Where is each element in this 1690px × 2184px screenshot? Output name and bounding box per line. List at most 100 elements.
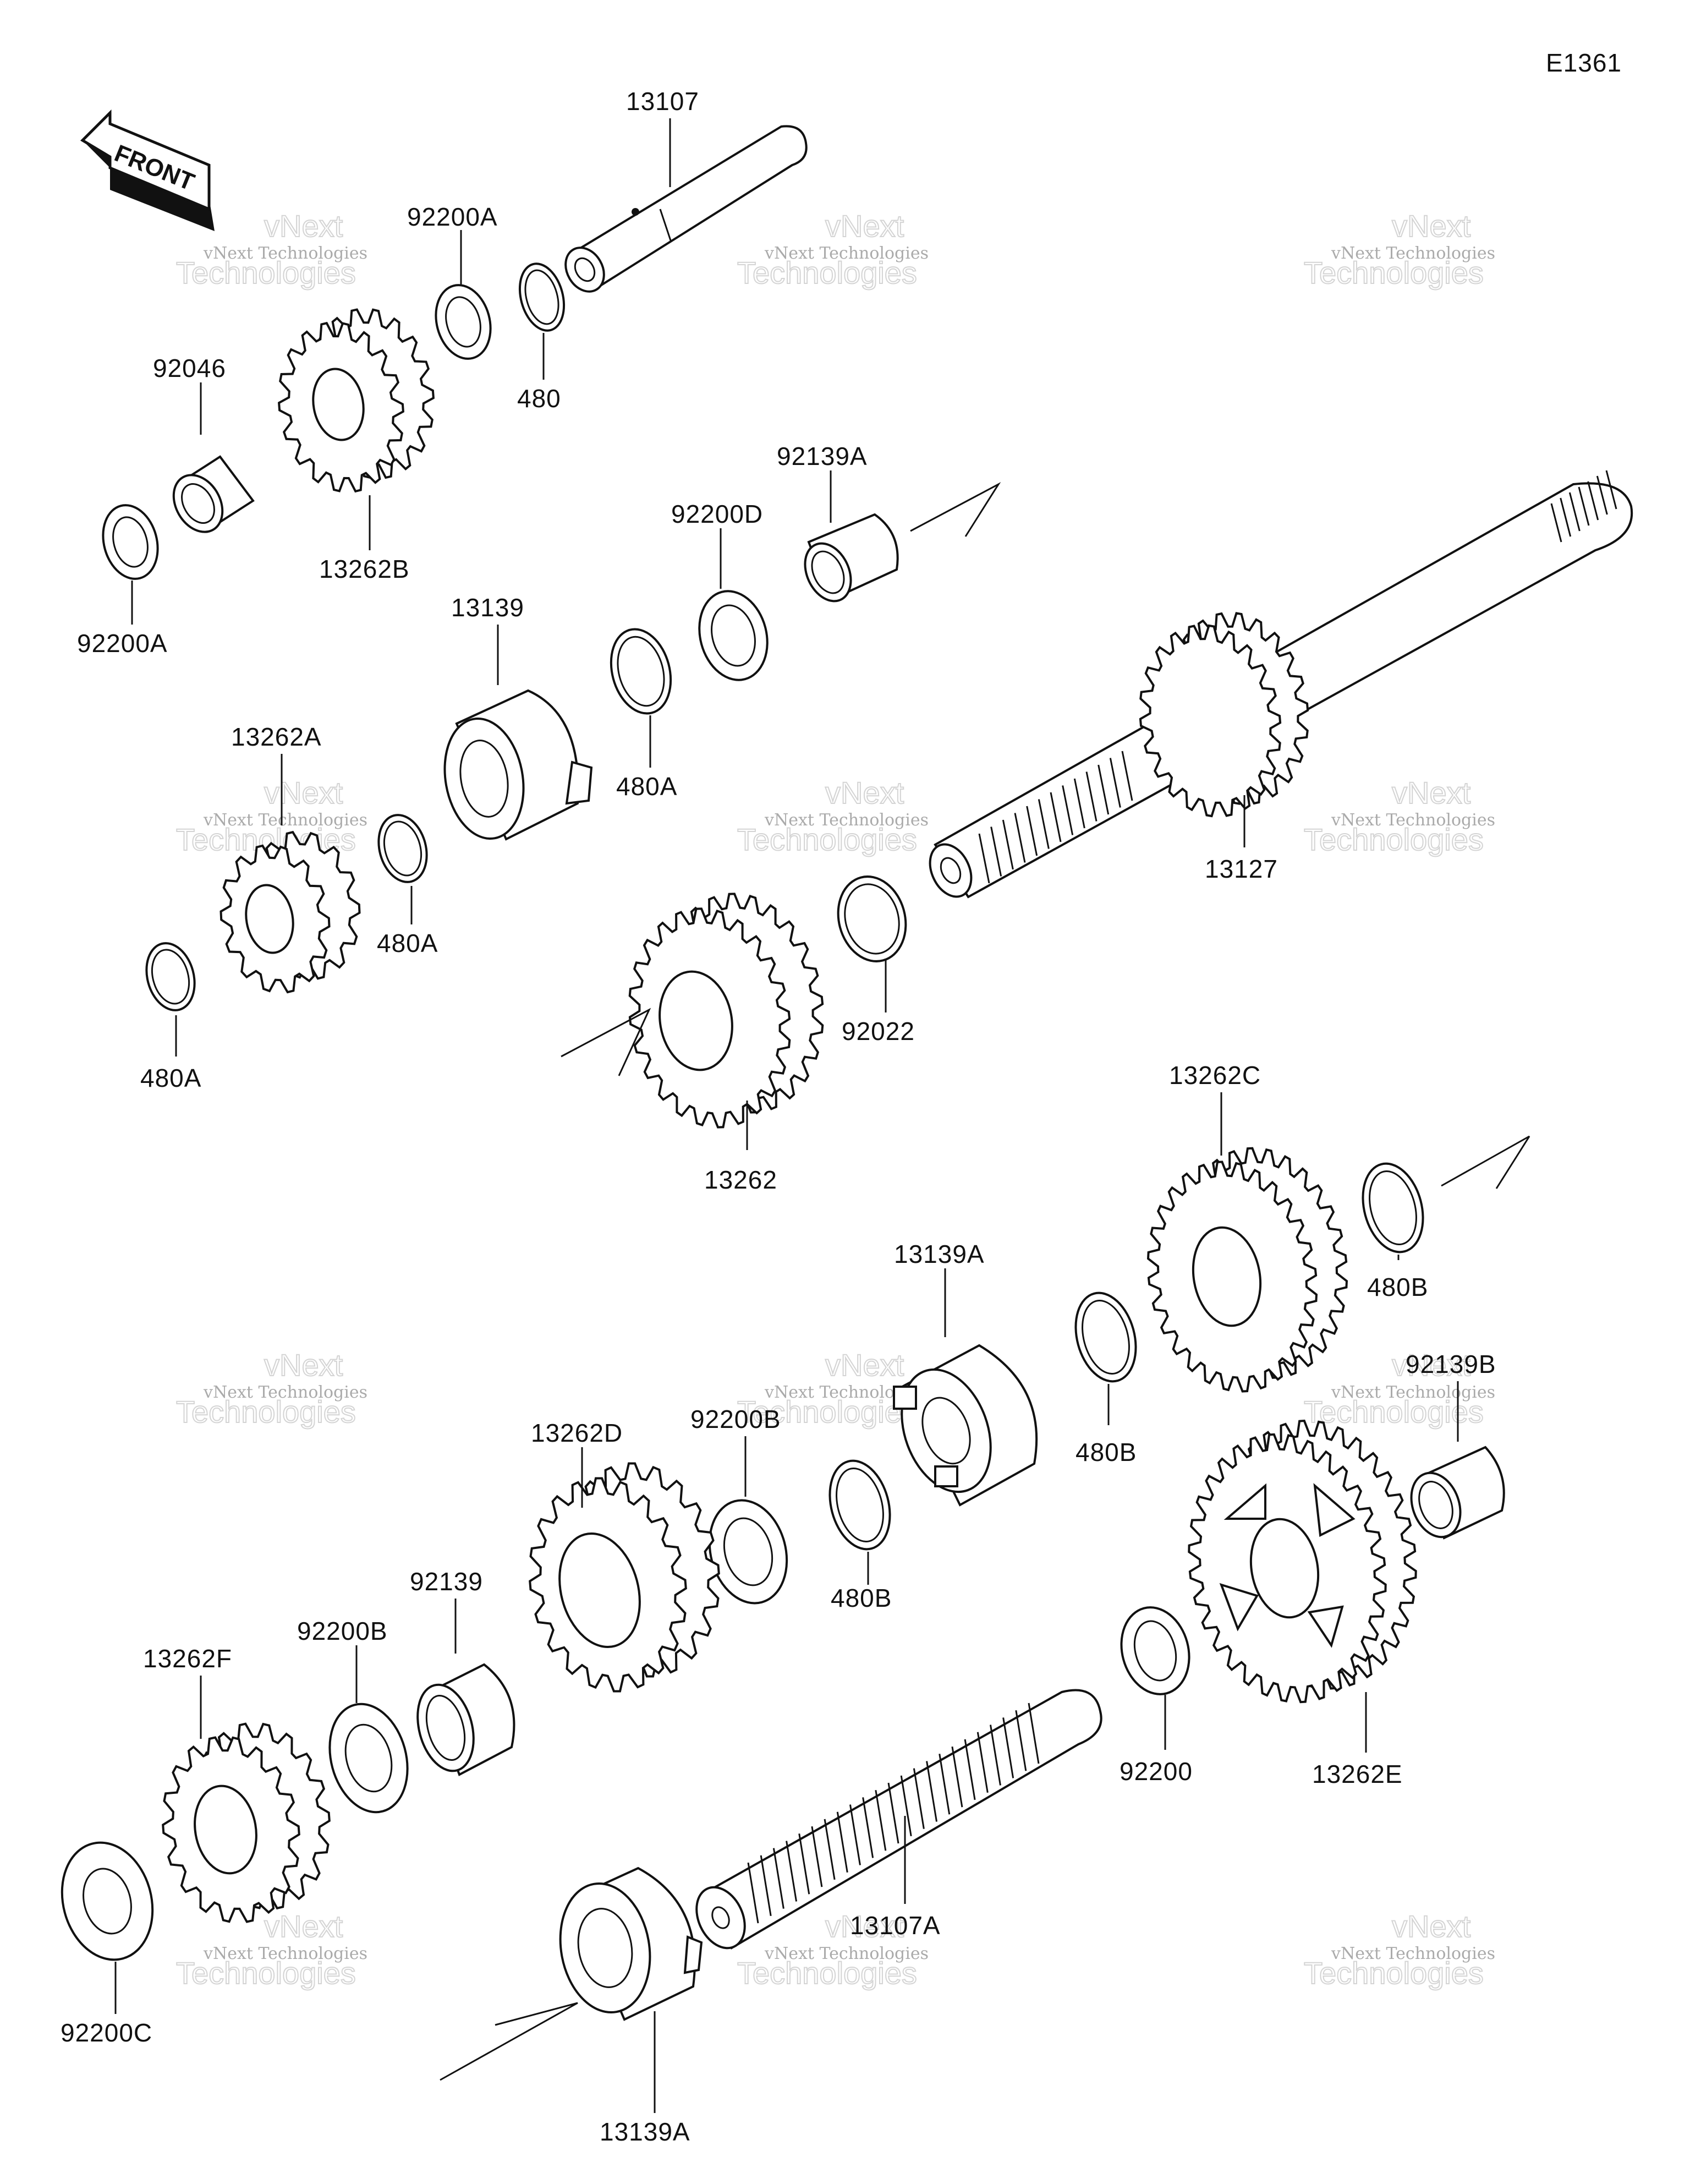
label-480B-right: 480B: [1367, 1273, 1428, 1301]
label-480A-mid: 480A: [616, 772, 677, 801]
watermark-technologies: Technologies: [737, 822, 917, 857]
spline-line: [926, 1761, 938, 1822]
label-13139A-mid: 13139A: [894, 1240, 985, 1268]
label-92200C: 92200C: [61, 2018, 152, 2047]
part-92200B-washer-left[interactable]: [318, 1695, 419, 1821]
part-13262E-gear[interactable]: [1188, 1419, 1417, 1704]
part-92200B-washer[interactable]: [699, 1492, 798, 1612]
label-13262B: 13262B: [319, 555, 410, 583]
label-13127: 13127: [1205, 855, 1278, 883]
part-92200A-washer-left[interactable]: [95, 499, 166, 585]
watermark-vnext: vNext: [264, 209, 343, 243]
part-13139A-shifter-bottom[interactable]: [551, 1866, 703, 2021]
part-13127-shaft[interactable]: [922, 470, 1633, 904]
spline-line: [1026, 806, 1038, 856]
spline-line: [1568, 492, 1581, 532]
part-13262C-gear[interactable]: [1146, 1147, 1348, 1393]
label-92200A-top: 92200A: [407, 202, 498, 231]
watermark-technologies: Technologies: [737, 255, 917, 290]
part-480B-circlip-left[interactable]: [821, 1454, 899, 1556]
part-13262D-gear[interactable]: [529, 1462, 720, 1693]
label-480: 480: [517, 384, 561, 413]
part-92139B-bushing[interactable]: [1403, 1446, 1505, 1544]
spline-line: [976, 1732, 989, 1793]
front-arrow-icon: FRONT: [80, 109, 215, 231]
watermark-technologies: Technologies: [1304, 255, 1484, 290]
label-13139A-bottom: 13139A: [600, 2117, 690, 2146]
watermark-vnext: vNext: [1392, 209, 1471, 243]
watermark-vnext: vNext: [264, 775, 343, 810]
watermark-vnext: vNext: [1392, 1348, 1471, 1382]
watermark-vnext: vNext: [264, 1348, 343, 1382]
spline-line: [978, 833, 990, 884]
spline-line: [939, 1754, 951, 1815]
label-480A-left: 480A: [377, 929, 438, 957]
label-92139A: 92139A: [777, 442, 868, 470]
label-13107: 13107: [626, 87, 699, 116]
label-92139B: 92139B: [1406, 1350, 1496, 1378]
spline-line: [900, 1775, 912, 1837]
label-13139: 13139: [451, 593, 524, 622]
part-13139-shifter[interactable]: [436, 689, 593, 845]
label-13262F: 13262F: [143, 1644, 232, 1673]
part-92200C-washer[interactable]: [50, 1832, 165, 1970]
watermark-vnext: vNext: [825, 209, 904, 243]
part-13139A-shifter[interactable]: [886, 1344, 1038, 1507]
spline-line: [1098, 764, 1110, 815]
spline-line: [760, 1855, 772, 1917]
part-92139A-bushing[interactable]: [796, 513, 899, 609]
watermark-text: vNext Technologies: [764, 1944, 929, 1963]
spline-line: [798, 1833, 810, 1895]
label-92200: 92200: [1120, 1757, 1193, 1786]
part-13262F-gear[interactable]: [162, 1722, 331, 1923]
part-13107[interactable]: [558, 125, 808, 298]
label-480A-bottom: 480A: [140, 1064, 201, 1092]
watermark-text: vNext Technologies: [203, 1944, 367, 1963]
part-480B-circlip-mid[interactable]: [1067, 1286, 1145, 1388]
watermark-vnext: vNext: [1392, 1909, 1471, 1944]
label-92022: 92022: [842, 1017, 915, 1046]
watermark-text: vNext Technologies: [764, 244, 929, 263]
part-92200-washer[interactable]: [1112, 1600, 1198, 1702]
label-13262C: 13262C: [1169, 1061, 1261, 1090]
part-480A-circlip-bottom[interactable]: [139, 938, 201, 1016]
spline-line: [1605, 470, 1617, 510]
part-92200A-washer[interactable]: [428, 279, 498, 365]
label-13107A: 13107A: [850, 1911, 941, 1940]
part-92046-bearing[interactable]: [164, 455, 255, 541]
label-92200B-mid: 92200B: [690, 1405, 781, 1433]
watermark-text: vNext Technologies: [1331, 1944, 1495, 1963]
spline-line: [772, 1848, 784, 1909]
spline-line: [887, 1782, 899, 1844]
part-13262B-gear[interactable]: [278, 308, 435, 493]
part-480A-circlip[interactable]: [602, 622, 680, 720]
spline-line: [1109, 758, 1121, 808]
watermark-technologies: Technologies: [737, 1394, 917, 1429]
watermark-technologies: Technologies: [1304, 1394, 1484, 1429]
watermark-text: vNext Technologies: [764, 811, 929, 830]
part-92200D-washer[interactable]: [690, 583, 777, 687]
gear-front-face: [1139, 624, 1282, 818]
part-13262A-gear[interactable]: [220, 830, 361, 994]
spline-line: [1596, 475, 1608, 515]
part-480A-circlip-left[interactable]: [371, 809, 434, 888]
part-92022-washer[interactable]: [829, 869, 915, 969]
spline-line: [849, 1804, 861, 1865]
part-13262-gear[interactable]: [628, 893, 824, 1129]
label-92139: 92139: [410, 1567, 483, 1596]
spline-line: [989, 1725, 1001, 1786]
label-13262A: 13262A: [231, 722, 322, 751]
watermark-technologies: Technologies: [176, 1956, 356, 1990]
label-480B-left: 480B: [831, 1584, 892, 1612]
spline-line: [747, 1862, 759, 1924]
spline-line: [990, 826, 1002, 877]
label-480B-mid: 480B: [1076, 1438, 1137, 1466]
part-480-circlip[interactable]: [513, 259, 571, 335]
part-480B-circlip[interactable]: [1354, 1157, 1433, 1258]
spline-line: [1002, 1717, 1014, 1778]
watermark-vnext: vNext: [825, 775, 904, 810]
part-92139-bearing[interactable]: [409, 1663, 515, 1777]
spline-line: [951, 1746, 963, 1808]
